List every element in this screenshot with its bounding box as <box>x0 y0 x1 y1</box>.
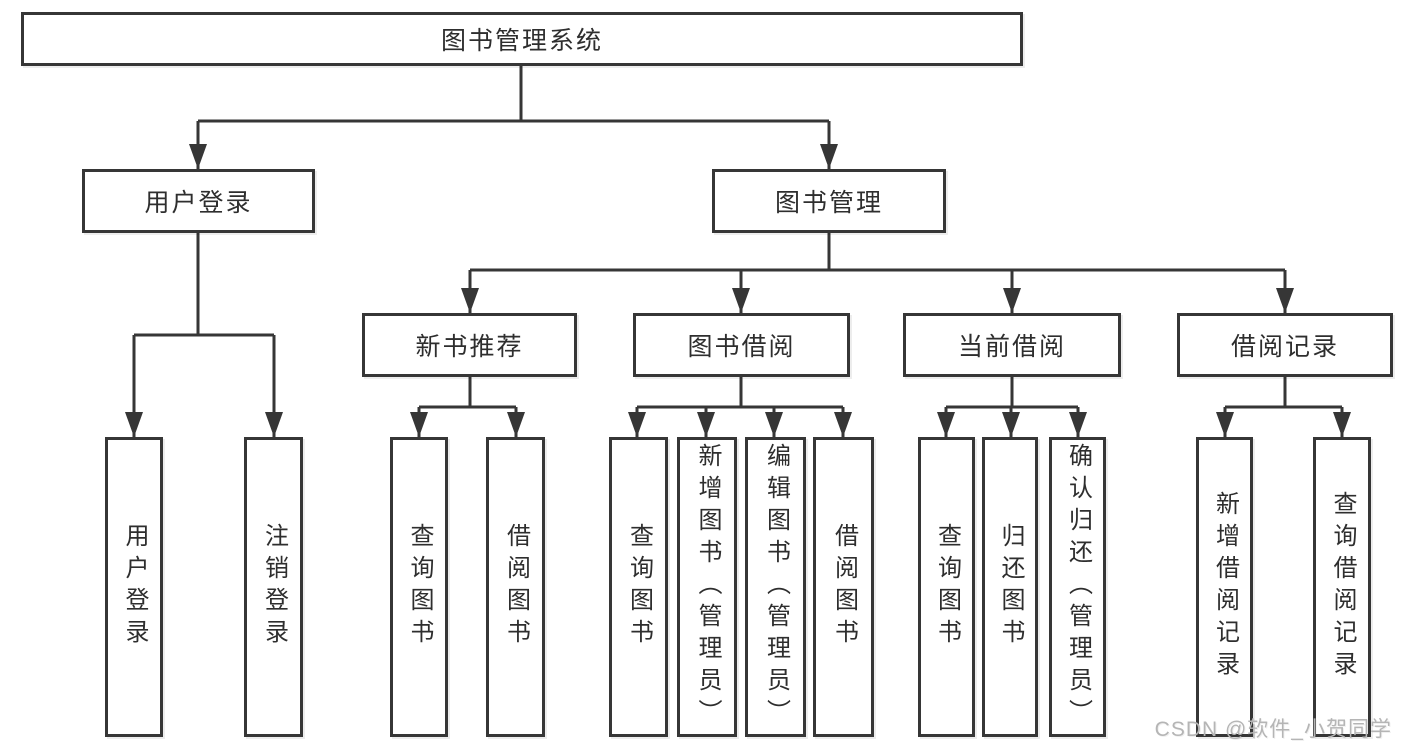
node-leaf-confirm-return-admin: 确认归还（管理员） <box>1049 437 1106 737</box>
node-book-management: 图书管理 <box>712 169 946 233</box>
node-leaf-add-borrow-record: 新增借阅记录 <box>1196 437 1253 737</box>
node-leaf-add-books-admin: 新增图书（管理员） <box>677 437 737 737</box>
node-leaf-query-books-current: 查询图书 <box>918 437 975 737</box>
node-new-book-recommend: 新书推荐 <box>362 313 577 377</box>
arrowheads <box>125 144 1351 437</box>
node-leaf-query-borrow-record: 查询借阅记录 <box>1313 437 1371 737</box>
node-leaf-user-login: 用户登录 <box>105 437 163 737</box>
node-library-system: 图书管理系统 <box>21 12 1023 66</box>
node-user-login: 用户登录 <box>82 169 315 233</box>
node-book-borrowing: 图书借阅 <box>633 313 850 377</box>
node-leaf-edit-books-admin: 编辑图书（管理员） <box>745 437 806 737</box>
node-leaf-borrow-books: 借阅图书 <box>813 437 874 737</box>
csdn-watermark: CSDN @软件_小贺同学 <box>1154 718 1392 741</box>
node-leaf-logout: 注销登录 <box>244 437 303 737</box>
node-leaf-query-books-recommend: 查询图书 <box>390 437 448 737</box>
node-borrowing-records: 借阅记录 <box>1177 313 1393 377</box>
node-leaf-return-books: 归还图书 <box>982 437 1038 737</box>
node-leaf-borrow-books-recommend: 借阅图书 <box>486 437 545 737</box>
node-current-borrowing: 当前借阅 <box>903 313 1121 377</box>
node-leaf-query-books-borrowing: 查询图书 <box>609 437 668 737</box>
edge-lines <box>132 66 1344 437</box>
